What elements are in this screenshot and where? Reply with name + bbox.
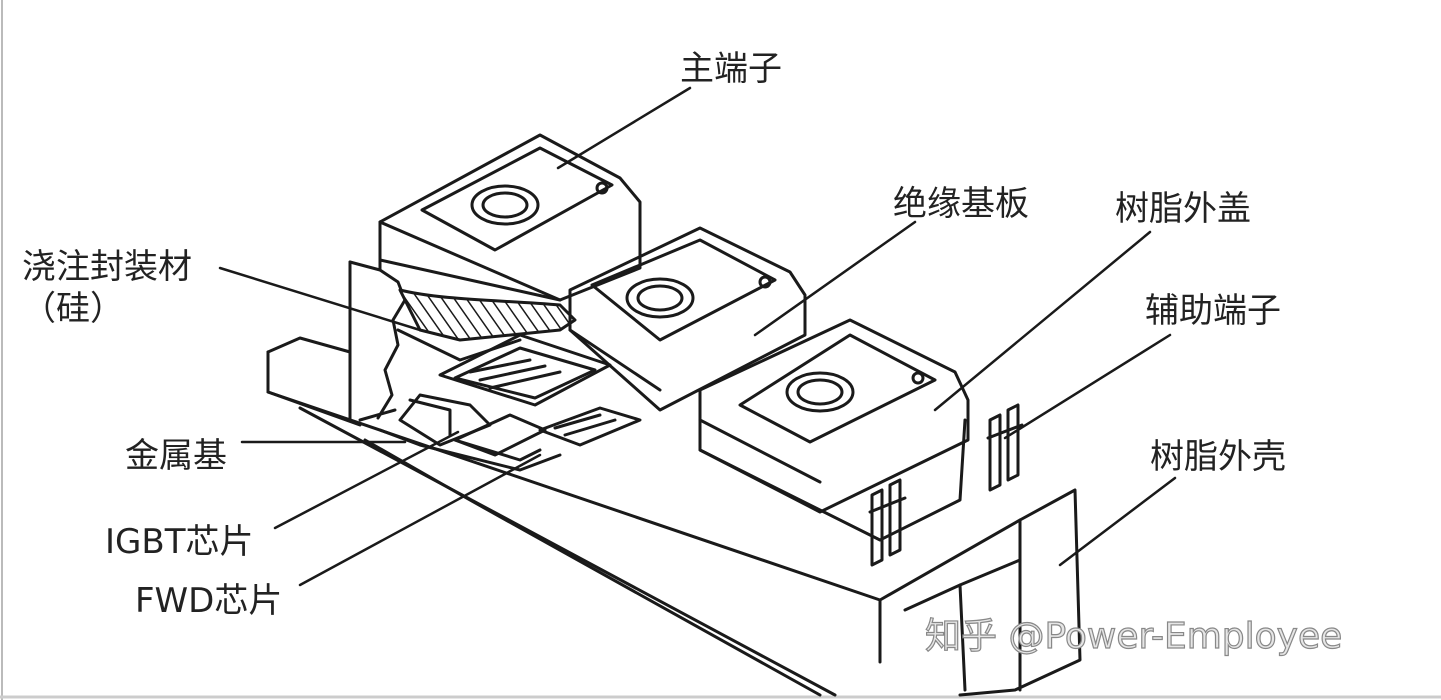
label-resin-cover: 树脂外盖: [1115, 189, 1251, 229]
fwd-chip-shape: [538, 406, 642, 447]
watermark-text: 知乎 @Power-Employee: [925, 616, 1342, 657]
label-potting-material: 浇注封装材: [22, 247, 192, 287]
metal-base-shape: [358, 398, 562, 472]
terminal-block-3: [698, 318, 970, 514]
module-drawing: [218, 86, 1177, 697]
label-auxiliary-terminal: 辅助端子: [1145, 291, 1281, 331]
label-metal-base: 金属基: [125, 436, 227, 476]
label-potting-material-note: （硅）: [22, 289, 124, 329]
label-resin-case: 树脂外壳: [1150, 437, 1286, 477]
label-main-terminal: 主端子: [680, 49, 782, 89]
leader-lines: [218, 86, 1177, 587]
potting-cutaway: [348, 256, 577, 422]
label-igbt-chip: IGBT芯片: [105, 522, 253, 562]
label-fwd-chip: FWD芯片: [135, 581, 282, 621]
label-insulating-substrate: 绝缘基板: [893, 184, 1029, 224]
igbt-chip-shape: [398, 333, 612, 457]
terminal-block-2: [568, 226, 807, 412]
auxiliary-terminal-pins: [868, 403, 1024, 567]
terminal-block-1: [378, 133, 642, 302]
